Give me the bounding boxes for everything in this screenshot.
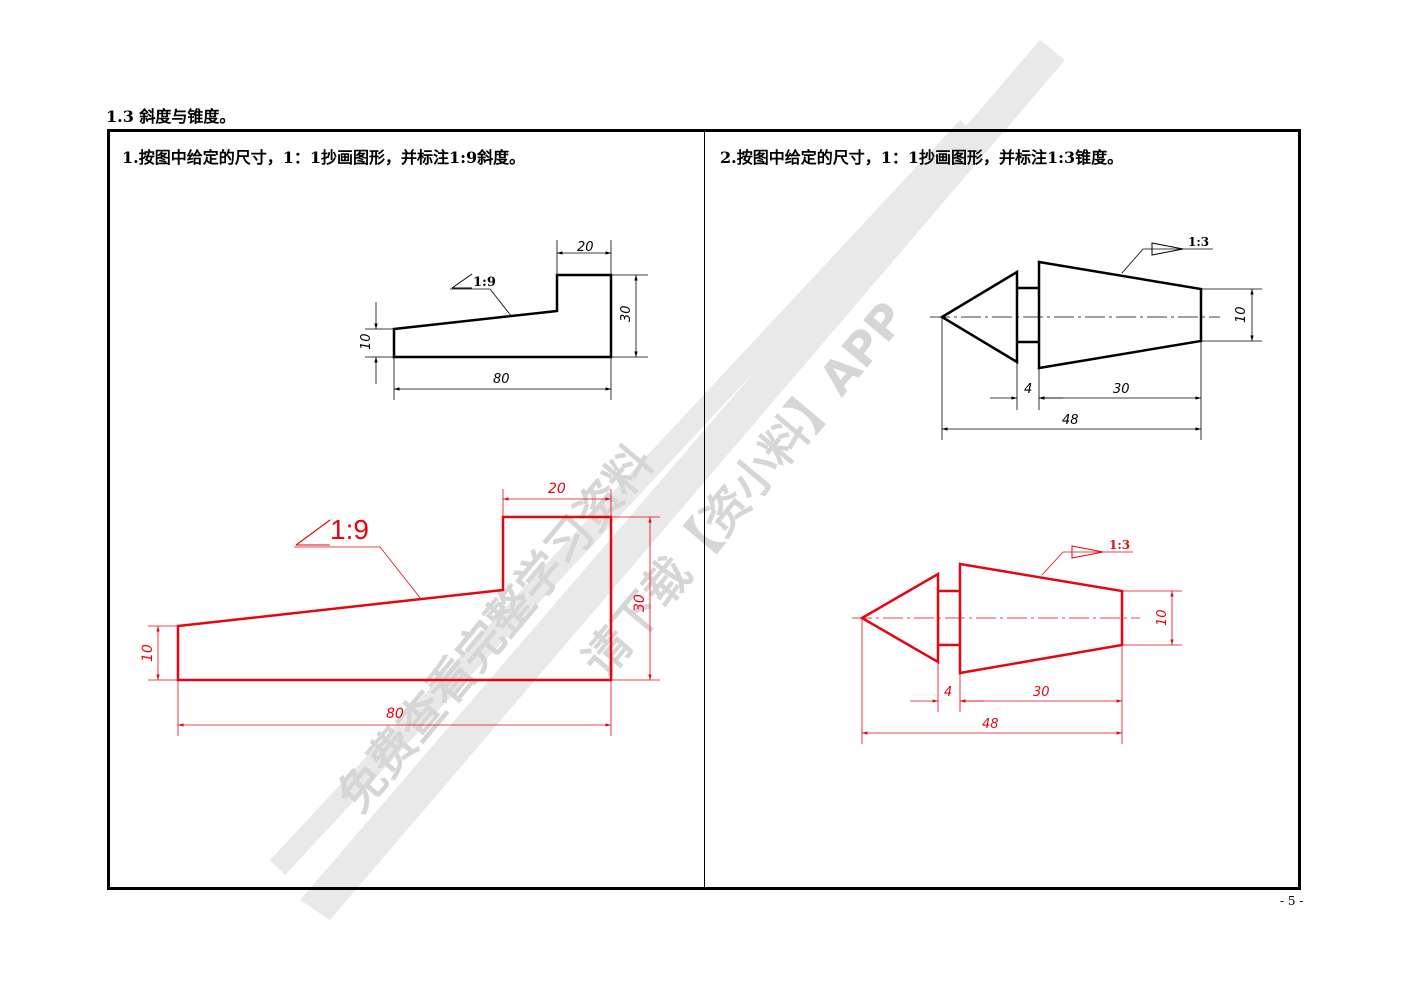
task1-dim-30: 30 [619, 305, 634, 322]
section-title: 1.3 斜度与锥度。 [106, 107, 236, 126]
task2-given-drawing [930, 242, 1262, 440]
answer1-slope-mark: 1:9 [330, 514, 369, 545]
answer2-dim-10: 10 [1155, 609, 1170, 626]
task2-answer-drawing [852, 545, 1182, 744]
answer1-dim-20: 20 [548, 481, 566, 497]
task1-given-drawing [365, 240, 648, 400]
task2-taper-mark: 1:3 [1188, 235, 1209, 249]
task1-instruction: 1.按图中给定的尺寸，1：1抄画图形，并标注1:9斜度。 [122, 148, 526, 167]
task2-dim-30: 30 [1113, 382, 1130, 397]
task2-dim-48: 48 [1062, 413, 1079, 428]
answer-slope-block-outline [176, 515, 613, 682]
task2-dim-10: 10 [1234, 306, 1249, 323]
taper-body [1037, 260, 1203, 370]
task1-answer-drawing [148, 489, 660, 736]
answer2-dim-30: 30 [1033, 685, 1050, 700]
task2-instruction: 2.按图中给定的尺寸，1：1抄画图形，并标注1:3锥度。 [720, 148, 1124, 167]
answer1-dim-10: 10 [140, 644, 156, 662]
answer-taper-body [958, 562, 1124, 675]
answer2-dim-48: 48 [982, 717, 999, 732]
task1-dim-10: 10 [359, 333, 374, 350]
answer1-dim-80: 80 [386, 706, 404, 722]
frame-divider [704, 131, 705, 888]
answer2-taper-mark: 1:3 [1109, 538, 1130, 552]
exercise-frame [107, 129, 1301, 890]
answer2-dim-4: 4 [944, 685, 952, 700]
task2-dim-4: 4 [1024, 382, 1032, 397]
answer1-dim-30: 30 [632, 594, 648, 612]
task1-dim-20: 20 [577, 240, 594, 255]
slope-block-outline [392, 273, 613, 359]
task1-slope-mark: 1:9 [473, 275, 496, 290]
page-number: - 5 - [1280, 894, 1304, 908]
task1-dim-80: 80 [493, 372, 510, 387]
